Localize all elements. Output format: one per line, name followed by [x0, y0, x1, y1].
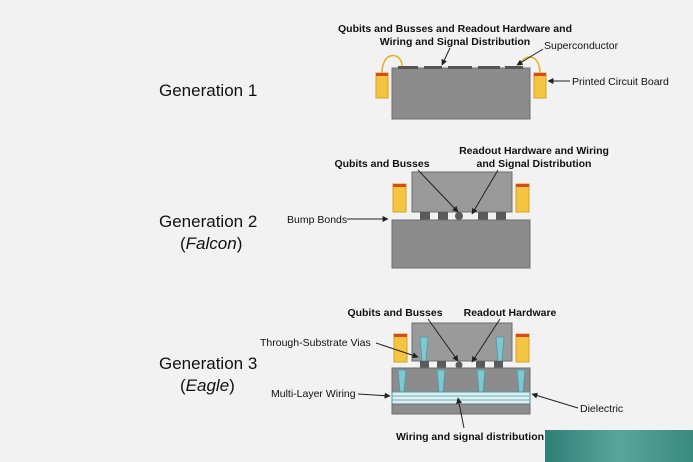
- gen3-bump-bonds: [420, 361, 503, 369]
- corner-overlay: [545, 430, 693, 462]
- gen3-qubit-chip: [411, 322, 513, 362]
- gen1-wirebond-left: [381, 54, 403, 74]
- gen3-pcb-left: [393, 333, 408, 363]
- gen3-readout-label: Readout Hardware: [464, 307, 557, 319]
- gen2-qubits-label: Qubits and Busses: [334, 158, 429, 170]
- generation-3-title: Generation 3: [159, 354, 257, 373]
- gen3-wiring-label: Wiring and signal distribution: [396, 431, 544, 443]
- generation-2-subtitle: Falcon: [186, 234, 237, 253]
- gen2-pcb-left: [392, 183, 407, 213]
- generation-3-group: Generation 3 (Eagle) Qubits an: [159, 307, 623, 443]
- gen3-multilayer-label: Multi-Layer Wiring: [271, 388, 356, 400]
- gen1-superconductor-label: Superconductor: [544, 40, 619, 52]
- gen2-readout-chip: [391, 219, 531, 269]
- gen2-readout-label-1: Readout Hardware and Wiring: [459, 145, 609, 157]
- generation-1-title: Generation 1: [159, 81, 257, 100]
- gen3-pcb-right: [515, 333, 530, 363]
- gen2-bump-label: Bump Bonds: [287, 214, 347, 226]
- generation-3-subtitle-group: (Eagle): [180, 376, 235, 395]
- gen1-top-label-2: Wiring and Signal Distribution: [380, 36, 530, 48]
- gen3-vias-label: Through-Substrate Vias: [260, 337, 371, 349]
- gen2-qubit-chip: [411, 171, 513, 213]
- gen2-readout-label-2: and Signal Distribution: [477, 158, 592, 170]
- gen1-pcb-label: Printed Circuit Board: [572, 76, 669, 88]
- gen1-superconductor-segments: [398, 66, 523, 69]
- generation-3-subtitle: Eagle: [186, 376, 229, 395]
- gen1-pcb-left: [375, 72, 389, 99]
- gen1-top-label-1: Qubits and Busses and Readout Hardware a…: [338, 23, 572, 35]
- gen3-dielectric-label: Dielectric: [580, 403, 623, 415]
- gen2-pcb-right: [515, 183, 530, 213]
- gen3-readout-chip: [391, 367, 531, 393]
- generation-2-group: Generation 2 (Falcon) Qubits and Busses …: [159, 145, 609, 269]
- gen3-multilayer-wiring: [391, 391, 531, 405]
- generation-2-subtitle-group: (Falcon): [180, 234, 242, 253]
- generation-1-group: Generation 1 Qubits and Busses and Reado…: [159, 23, 669, 120]
- gen3-qubits-label: Qubits and Busses: [347, 307, 442, 319]
- gen2-bump-bonds: [420, 212, 506, 220]
- gen1-pcb-right: [533, 72, 547, 99]
- generation-2-title: Generation 2: [159, 212, 257, 231]
- gen1-chip: [391, 67, 531, 120]
